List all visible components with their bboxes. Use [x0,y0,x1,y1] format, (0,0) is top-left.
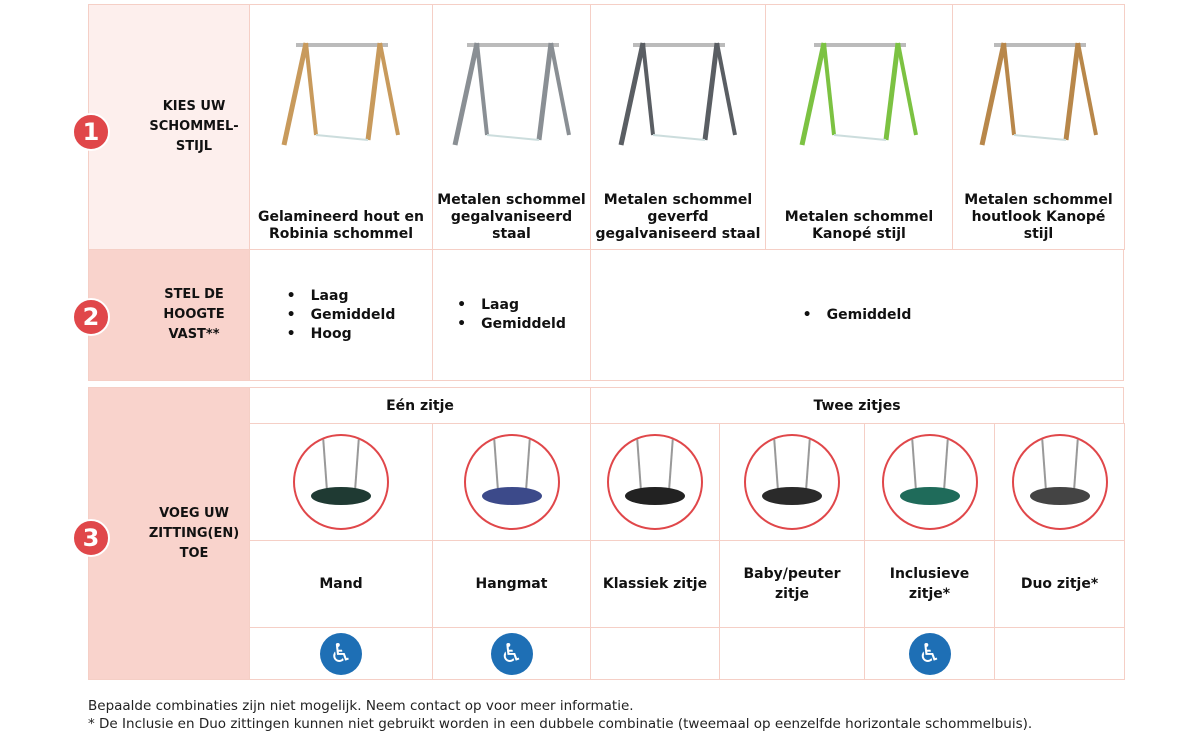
swing-frame-image [281,42,400,146]
seat-name: Baby/peuter zitje [719,540,865,628]
swing-frame-image [979,42,1098,146]
step-label: VOEG UW ZITTING(EN) TOE [148,505,240,561]
accessibility-cell: ♿ [432,627,591,680]
seat-image [607,434,703,530]
step-label: STEL DE HOOGTE VAST** [163,287,225,342]
accessibility-cell [590,627,720,680]
swing-style-option[interactable]: Metalen schommel houtlook Kanopé stijl [952,4,1125,250]
seat-image-cell[interactable] [249,423,433,541]
step-3-header: VOEG UW ZITTING(EN) TOE [88,387,250,680]
footer-note: Bepaalde combinaties zijn niet mogelijk.… [88,698,634,714]
seat-image [293,434,389,530]
step-3-badge: 3 [72,519,110,557]
seat-image-cell[interactable] [864,423,995,541]
height-option: Laag [287,287,396,306]
seat-image [463,434,560,530]
swing-style-option[interactable]: Metalen schommel gegalvaniseerd staal [432,4,591,250]
swing-style-name: Metalen schommel Kanopé stijl [784,209,934,242]
height-options-wood: LaagGemiddeldHoog [249,249,433,381]
seat-name: Hangmat [432,540,591,628]
seat-name: Klassiek zitje [590,540,720,628]
swing-frame-image [799,42,918,146]
height-option: Gemiddeld [457,315,566,334]
accessibility-cell: ♿ [864,627,995,680]
height-option: Laag [457,296,566,315]
height-option: Hoog [287,325,396,344]
height-option: Gemiddeld [803,306,912,325]
seat-image-cell[interactable] [719,423,865,541]
height-options-other: Gemiddeld [590,249,1124,381]
swing-style-name: Metalen schommel geverfd gegalvaniseerd … [595,192,761,242]
seat-image [744,434,840,530]
swing-style-option[interactable]: Metalen schommel geverfd gegalvaniseerd … [590,4,766,250]
step-1-header: KIES UW SCHOMMEL-STIJL [88,4,250,250]
seat-name: Mand [249,540,433,628]
swing-style-name: Metalen schommel houtlook Kanopé stijl [964,192,1113,242]
group-two-seats: Twee zitjes [590,387,1124,424]
seat-name: Duo zitje* [994,540,1125,628]
footer-footnote: * De Inclusie en Duo zittingen kunnen ni… [88,716,1033,732]
wheelchair-icon: ♿ [320,632,362,675]
wheelchair-icon: ♿ [490,632,533,675]
swing-frame-image [452,42,571,146]
swing-style-option[interactable]: Metalen schommel Kanopé stijl [765,4,953,250]
accessibility-cell [719,627,865,680]
height-options-galvanized: LaagGemiddeld [432,249,591,381]
step-1-badge: 1 [72,113,110,151]
seat-image-cell[interactable] [994,423,1125,541]
seat-image [1011,434,1108,530]
seat-image [881,434,978,530]
accessibility-cell [994,627,1125,680]
swing-style-option[interactable]: Gelamineerd hout en Robinia schommel [249,4,433,250]
accessibility-cell: ♿ [249,627,433,680]
group-one-seat: Eén zitje [249,387,591,424]
wheelchair-icon: ♿ [908,632,951,675]
height-option: Gemiddeld [287,306,396,325]
seat-name: Inclusieve zitje* [864,540,995,628]
seat-image-cell[interactable] [590,423,720,541]
swing-style-name: Metalen schommel gegalvaniseerd staal [437,192,586,242]
seat-image-cell[interactable] [432,423,591,541]
step-2-header: STEL DE HOOGTE VAST** [88,249,250,381]
swing-frame-image [618,42,737,146]
step-2-badge: 2 [72,298,110,336]
step-label: KIES UW SCHOMMEL-STIJL [149,99,239,154]
swing-style-name: Gelamineerd hout en Robinia schommel [258,209,424,242]
